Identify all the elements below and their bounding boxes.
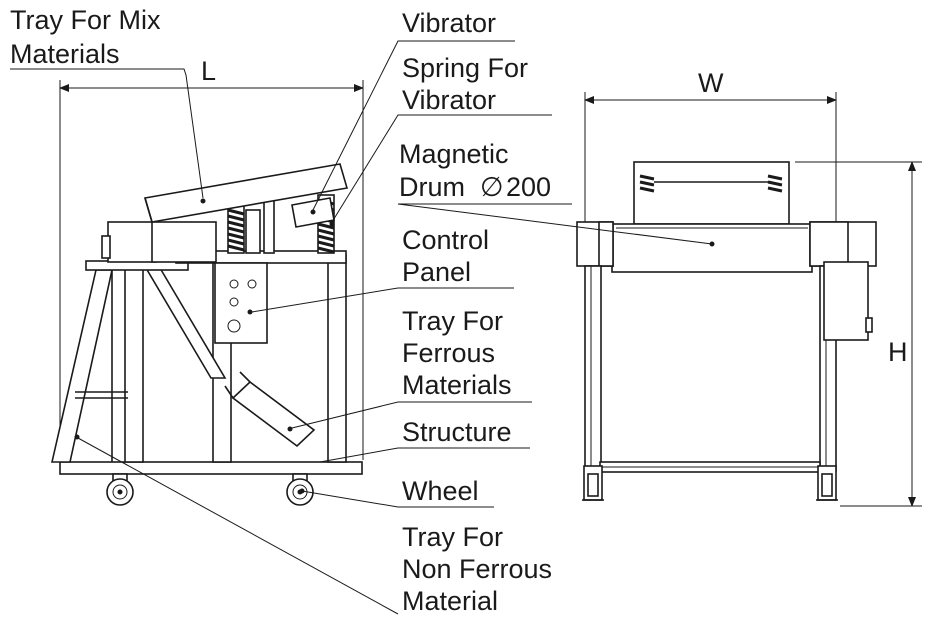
front-control-box [823,261,869,341]
label-structure: Structure [402,417,512,447]
wheel-left [106,473,134,506]
ferrous-tray [231,380,316,448]
dimension-length-label: L [201,56,216,86]
control-panel [214,262,268,344]
label-tray-mix-line1: Tray For Mix [10,5,161,35]
label-nonferrous-line2: Non Ferrous [402,554,552,584]
dimension-width-label: W [698,68,724,98]
label-ferrous-line2: Ferrous [402,338,495,368]
dimension-height-label: H [888,337,908,367]
spring-left [227,204,245,254]
leader-lines [10,40,715,615]
labels: Tray For Mix Materials Vibrator Spring F… [10,5,908,616]
front-view [576,92,922,507]
label-drum-size: 200 [506,172,551,202]
label-spring-line2: Vibrator [402,85,496,115]
label-tray-mix-line2: Materials [10,39,120,69]
label-ferrous-line3: Materials [402,370,512,400]
label-nonferrous-line3: Material [402,586,498,616]
label-drum-line2: Drum [399,172,465,202]
label-ferrous-line1: Tray For [402,306,503,336]
label-drum-diameter-symbol: ∅ [480,172,504,202]
base-frame [59,461,363,475]
magnetic-drum [611,223,813,273]
label-vibrator: Vibrator [402,8,496,38]
label-drum-line1: Magnetic [399,139,509,169]
label-control-line2: Panel [402,257,471,287]
side-view [50,80,364,506]
wheel-right [286,473,314,506]
non-ferrous-tray [50,269,113,463]
label-control-line1: Control [402,225,489,255]
label-spring-line1: Spring For [402,53,528,83]
label-nonferrous-line1: Tray For [402,522,503,552]
label-wheel: Wheel [402,476,479,506]
label-underlines [10,40,572,508]
